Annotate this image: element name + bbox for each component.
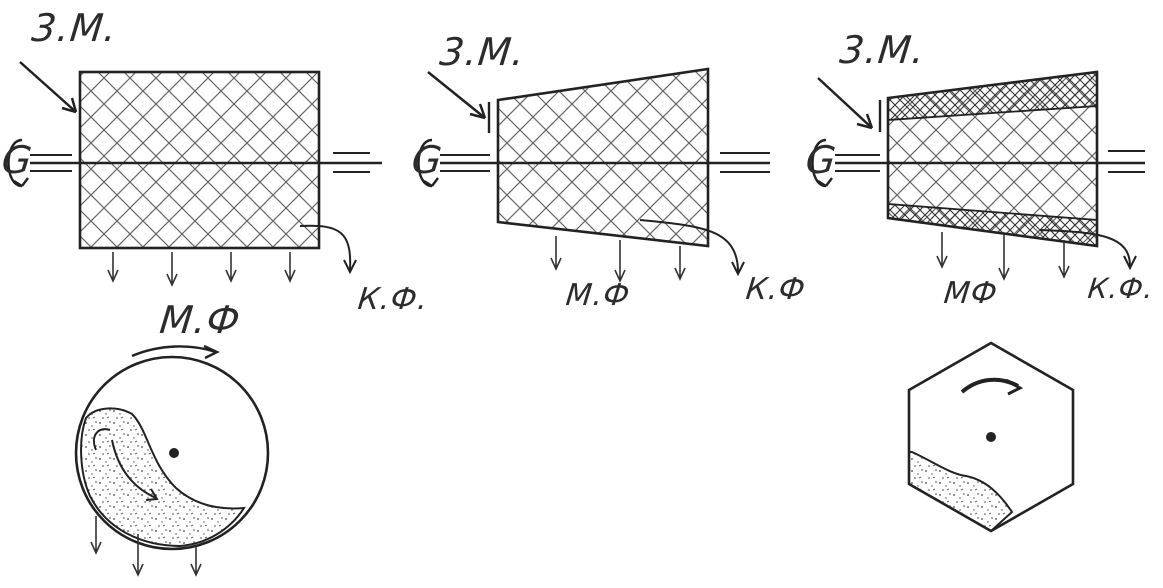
mf-label-2: М.Ф xyxy=(564,278,633,313)
discharge-arrow xyxy=(299,224,352,271)
rotation-arrow-icon xyxy=(417,138,439,188)
discharge-arrow xyxy=(1039,229,1131,267)
rotation-arrow-icon xyxy=(7,138,29,188)
rotation-arrow-icon xyxy=(131,345,217,358)
charge-flow-arrow-head xyxy=(145,488,159,501)
feed-arrow xyxy=(19,61,77,113)
center-axis xyxy=(169,448,179,458)
feed-arrow xyxy=(817,77,873,129)
rotation-arrow-head xyxy=(203,344,220,360)
charge-cascade xyxy=(92,428,111,451)
kf-label-1: К.Ф. xyxy=(356,282,431,317)
drum-body xyxy=(78,70,321,250)
drive-label-1: G xyxy=(0,138,35,182)
center-axis xyxy=(986,432,996,442)
mf-label-3: МФ xyxy=(942,276,1000,311)
down-arrow-icon xyxy=(90,516,202,577)
hexagonal-cross-section xyxy=(907,341,1075,533)
discharge-arrow-head xyxy=(343,259,357,275)
lined-conical-mill-diagram xyxy=(811,70,1145,281)
drive-label-2: G xyxy=(409,138,445,182)
feed-label-2: 3.M. xyxy=(437,30,528,74)
circular-cross-section xyxy=(74,344,270,577)
conical-mill-diagram xyxy=(417,67,770,283)
drum-body xyxy=(496,67,710,248)
mf-label-1: М.Ф xyxy=(157,298,243,342)
discharge-arrow-head xyxy=(731,261,745,277)
feed-arrow-head xyxy=(469,103,487,120)
down-arrow-icon xyxy=(107,252,296,287)
drive-label-3: G xyxy=(803,138,839,182)
down-arrow-icon xyxy=(936,232,1070,281)
cylindrical-mill-diagram xyxy=(7,61,382,287)
feed-arrow-head xyxy=(61,97,78,114)
discharge-arrow-head xyxy=(1123,255,1137,271)
feed-label-1: 3.M. xyxy=(29,6,120,50)
feed-arrow-head xyxy=(856,113,874,130)
charge-flow-arrow xyxy=(111,439,157,499)
feed-arrow xyxy=(427,71,486,119)
rotation-arrow-icon xyxy=(811,138,833,188)
charge-mass xyxy=(908,451,1014,533)
charge-mass xyxy=(80,407,246,548)
feed-label-3: 3.M. xyxy=(837,28,928,72)
kf-label-3: К.Ф. xyxy=(1086,272,1156,305)
lower-lining xyxy=(887,203,1098,248)
down-arrow-icon xyxy=(550,236,686,283)
discharge-arrow xyxy=(639,219,739,273)
rotation-arrow-head xyxy=(1005,378,1024,396)
kf-label-2: К.Ф xyxy=(744,272,808,307)
upper-lining xyxy=(887,70,1098,121)
drum-section xyxy=(74,355,270,551)
